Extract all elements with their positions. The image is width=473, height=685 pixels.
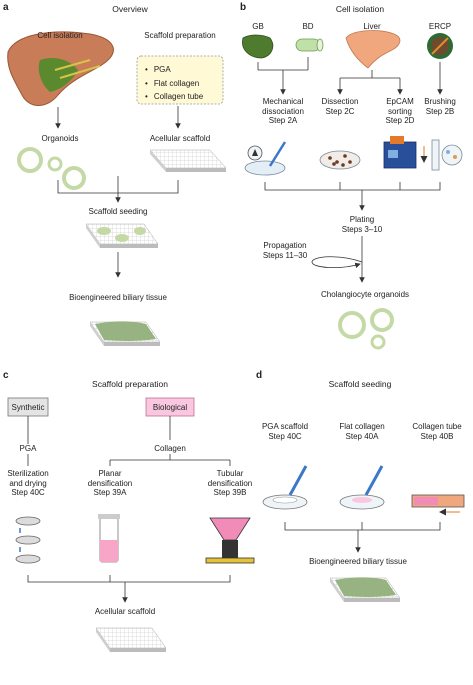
- join-c: [27, 575, 231, 583]
- gallbladder-illustration: [242, 34, 274, 59]
- organoids-a: [17, 147, 86, 190]
- liver-illustration: [7, 31, 114, 106]
- panel-d-label: d: [256, 370, 263, 381]
- bd-label: BD: [302, 22, 314, 31]
- petri-dish-mech: [244, 141, 287, 176]
- scaffold-preparation-label: Scaffold preparation: [144, 31, 216, 40]
- bioengineered-tissue-label-a: Bioengineered biliary tissue: [69, 293, 167, 302]
- acellular-scaffold-label-a: Acellular scaffold: [149, 134, 211, 143]
- organoids-label: Organoids: [41, 134, 79, 143]
- join-b: [264, 182, 441, 191]
- tubular-funnel: [205, 517, 255, 564]
- bioengineered-tissue-label-d: Bioengineered biliary tissue: [309, 557, 407, 566]
- acellular-scaffold-c: [95, 627, 167, 652]
- panel-d-title: Scaffold seeding: [328, 379, 392, 389]
- panel-c-label: c: [3, 370, 9, 381]
- brushing-tube: [420, 139, 463, 171]
- seeded-scaffold-a: [85, 223, 159, 248]
- collagen-label: Collagen: [154, 444, 186, 453]
- biological-label: Biological: [152, 402, 188, 412]
- liver-label: Liver: [363, 22, 381, 31]
- acellular-scaffold-label-c: Acellular scaffold: [94, 607, 156, 616]
- cholangiocyte-organoids-label: Cholangiocyte organoids: [320, 290, 410, 299]
- collagen-tube-seeding: [411, 494, 465, 516]
- pga-label-c: PGA: [13, 444, 43, 454]
- synthetic-label: Synthetic: [11, 402, 45, 412]
- ercp-illustration: [427, 33, 453, 59]
- scaffold-seeding-label: Scaffold seeding: [88, 207, 148, 216]
- panel-a-label: a: [3, 2, 9, 13]
- acellular-scaffold-a: [149, 149, 227, 172]
- propagation-loop: [311, 256, 363, 269]
- flat-collagen-seeding: [339, 465, 385, 510]
- gb-label: GB: [252, 22, 264, 31]
- facs-machine: [383, 136, 417, 169]
- scaffold-option: Collagen tube: [145, 90, 203, 104]
- ercp-label: ERCP: [428, 22, 452, 31]
- scaffold-options-list: PGA Flat collagen Collagen tube: [145, 63, 203, 104]
- panel-c-title: Scaffold preparation: [92, 379, 168, 389]
- scaffold-option: PGA: [145, 63, 203, 77]
- panel-a-title: Overview: [112, 4, 148, 14]
- cell-isolation-label: Cell isolation: [37, 31, 83, 40]
- scaffold-option: Flat collagen: [145, 77, 203, 91]
- join-d: [284, 522, 441, 531]
- petri-dish-diss: [319, 150, 361, 170]
- bioengineered-tissue-d: [329, 577, 401, 602]
- panel-b-label: b: [240, 2, 247, 13]
- organoids-b: [338, 308, 394, 350]
- panel-b-title: Cell isolation: [335, 4, 385, 14]
- pga-discs: [15, 516, 41, 564]
- bioengineered-tissue-a: [89, 321, 161, 346]
- liver-b-illustration: [345, 30, 401, 69]
- pga-seeding: [262, 465, 308, 510]
- bile-duct-illustration: [295, 38, 324, 52]
- planar-vial: [98, 514, 120, 563]
